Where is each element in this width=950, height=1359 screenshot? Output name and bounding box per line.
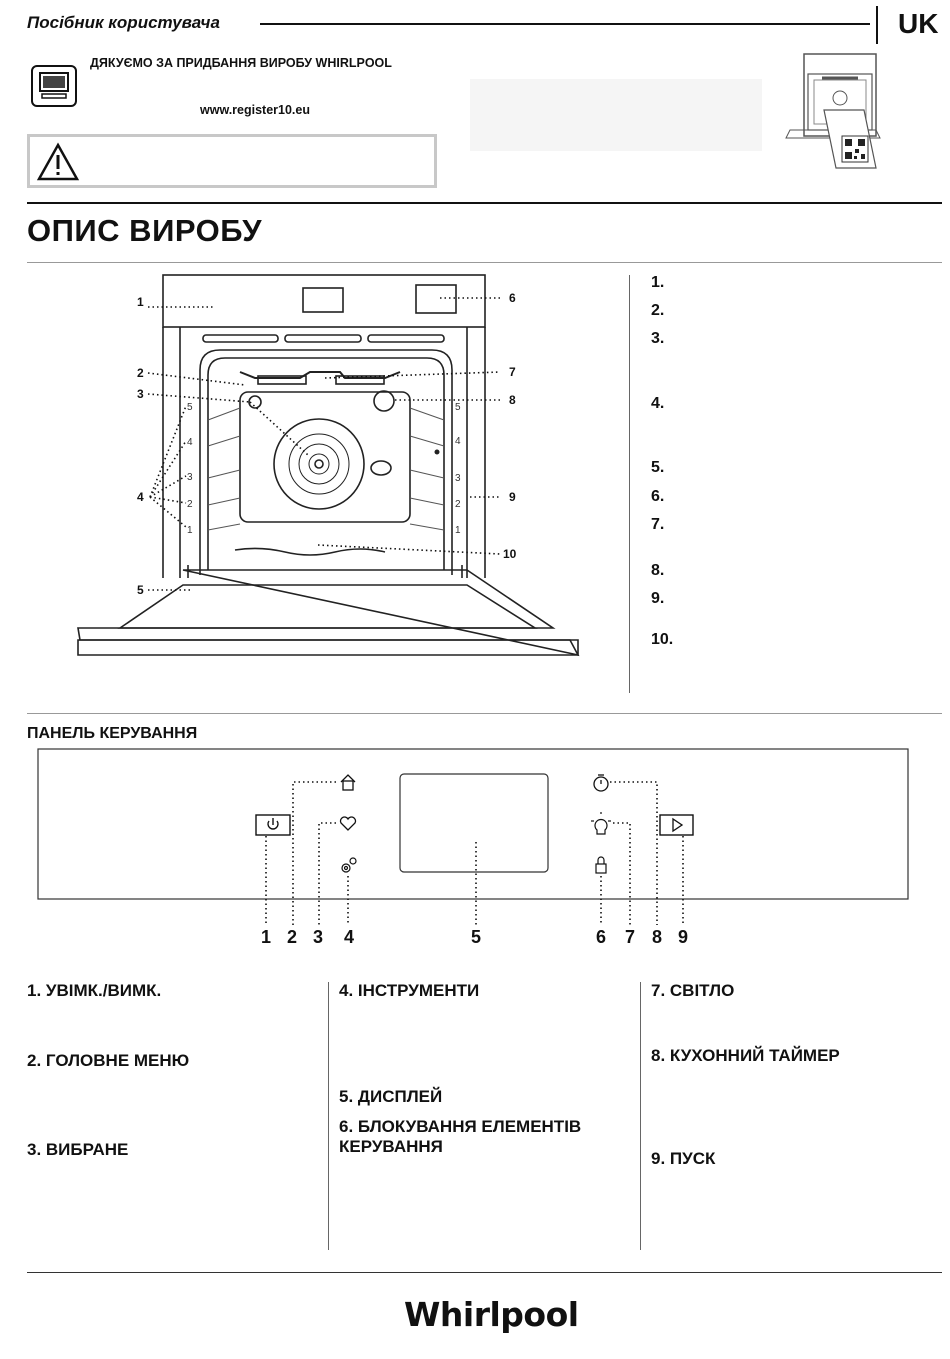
computer-icon [31,65,77,107]
part-item-9: 9. [651,590,665,607]
panel-number-3: 3 [313,927,324,947]
shelf-label-right: 3 [455,473,461,484]
callout-10: 10 [503,547,517,561]
shelf-label-left: 4 [187,437,193,448]
section-rule [27,713,942,714]
thanks-text: ДЯКУЄМО ЗА ПРИДБАННЯ ВИРОБУ WHIRLPOOL [90,56,392,70]
panel-number-7: 7 [625,927,636,947]
shelf-label-right: 1 [455,525,461,536]
language-code: UK [898,8,939,39]
document-title: Посібник користувача [27,13,220,32]
start-button [659,814,694,836]
header-rule [260,23,870,25]
control-item-tools: 4. ІНСТРУМЕНТИ [339,981,480,1000]
panel-number-1: 1 [261,927,272,947]
power-button [255,814,291,836]
section-rule [27,202,942,204]
callout-1: 1 [137,295,144,309]
control-item-timer: 8. КУХОННИЙ ТАЙМЕР [651,1046,840,1065]
shelf-label-left: 2 [187,499,193,510]
footer-rule [27,1272,942,1273]
shelf-label-right: 2 [455,499,461,510]
lock-icon [595,856,607,874]
header-divider [876,6,878,44]
callout-7: 7 [509,365,516,379]
callout-2: 2 [137,366,144,380]
power-icon [267,818,279,830]
control-item-favourites: 3. ВИБРАНЕ [27,1140,129,1159]
control-item-power: 1. УВІМК./ВИМК. [27,981,162,1000]
shelf-label-left: 1 [187,525,193,536]
light-icon [591,812,611,835]
part-item-7: 7. [651,516,665,533]
play-icon [672,817,684,833]
panel-number-8: 8 [652,927,663,947]
warning-icon [36,142,80,181]
control-item-light: 7. СВІТЛО [651,981,735,1000]
shelf-label-left: 3 [187,472,193,483]
control-item-main-menu: 2. ГОЛОВНЕ МЕНЮ [27,1051,190,1070]
shelf-label-right: 5 [455,402,461,413]
control-item-start: 9. ПУСК [651,1149,716,1168]
control-panel-heading: ПАНЕЛЬ КЕРУВАННЯ [27,725,198,742]
shelf-label-right: 4 [455,436,461,447]
callout-3: 3 [137,387,144,401]
home-icon [340,774,356,791]
callout-8: 8 [509,393,516,407]
callout-5: 5 [137,583,144,597]
panel-number-4: 4 [344,927,355,947]
heading-underline [27,262,942,263]
control-item-lock: 6. БЛОКУВАННЯ ЕЛЕМЕНТІВ КЕРУВАННЯ [339,1117,582,1156]
part-item-5: 5. [651,459,665,476]
callout-4: 4 [137,490,144,504]
timer-icon [593,774,609,792]
control-item-display: 5. ДИСПЛЕЙ [339,1087,443,1106]
part-item-3: 3. [651,330,665,347]
part-item-2: 2. [651,302,665,319]
panel-number-6: 6 [596,927,607,947]
part-item-1: 1. [651,274,665,291]
register-url[interactable]: www.register10.eu [200,103,310,117]
oven-diagram: 1 2 3 4 5 6 7 8 9 10 5 4 3 2 1 5 4 3 2 1 [77,274,580,657]
heart-icon [339,816,357,831]
part-item-8: 8. [651,562,665,579]
part-item-10: 10. [651,631,674,648]
list-separator [629,275,630,693]
column-separator [328,982,329,1250]
product-description-heading: ОПИС ВИРОБУ [27,213,263,248]
display-screen [399,773,549,873]
control-panel-diagram [37,748,909,925]
info-placeholder-box [470,79,762,151]
brand-logo: Whirlpool [404,1295,579,1334]
oven-qr-illustration [785,53,881,169]
part-item-4: 4. [651,395,665,412]
panel-number-5: 5 [471,927,482,947]
callout-6: 6 [509,291,516,305]
column-separator [640,982,641,1250]
warning-box [27,134,437,188]
part-item-6: 6. [651,488,665,505]
callout-9: 9 [509,490,516,504]
panel-number-2: 2 [287,927,298,947]
shelf-label-left: 5 [187,402,193,413]
tools-icon [341,857,357,873]
panel-number-9: 9 [678,927,689,947]
